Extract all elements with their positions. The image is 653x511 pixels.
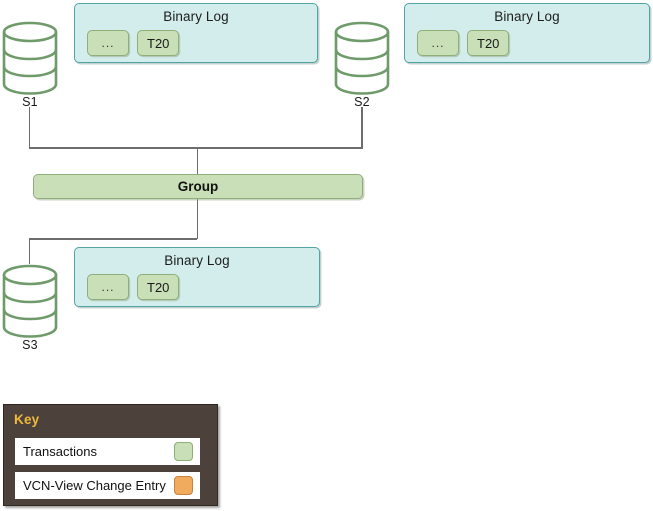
binary-log-panel-s3: Binary Log ... T20 [74, 247, 320, 307]
key-swatch-transactions [174, 442, 193, 461]
binary-log-title-s2: Binary Log [494, 9, 560, 24]
connector-bus-to-group [196, 147, 198, 175]
binary-log-title-s3: Binary Log [164, 253, 230, 268]
key-swatch-vcn [174, 476, 193, 495]
binary-log-entry-transaction: T20 [467, 30, 510, 56]
binary-log-entry-transaction: T20 [137, 274, 180, 300]
group-label: Group [177, 179, 219, 194]
key-legend-title: Key [14, 412, 40, 427]
connector-group-to-s3-vertical [196, 199, 198, 239]
connector-s1-vertical [28, 107, 30, 148]
binary-log-entries-s2: ... T20 [417, 30, 510, 56]
key-legend-row-transactions: Transactions [15, 438, 200, 465]
binary-log-entries-s1: ... T20 [87, 30, 180, 56]
binary-log-title-s1: Binary Log [163, 9, 229, 24]
database-label-s1: S1 [22, 95, 38, 109]
key-legend-panel: Key Transactions VCN-View Change Entry [3, 404, 218, 506]
database-label-s3: S3 [22, 338, 38, 352]
database-label-s2: S2 [354, 95, 370, 109]
binary-log-panel-s1: Binary Log ... T20 [74, 3, 318, 63]
key-legend-label-transactions: Transactions [23, 444, 97, 459]
database-cylinder-s1: S1 [1, 21, 59, 109]
binary-log-panel-s2: Binary Log ... T20 [404, 3, 650, 63]
database-cylinder-s2: S2 [333, 21, 391, 109]
binary-log-entries-s3: ... T20 [87, 274, 180, 300]
binary-log-entry-transaction: T20 [137, 30, 180, 56]
connector-s2-vertical [361, 107, 363, 148]
connector-group-to-s3-horizontal [29, 238, 197, 240]
database-cylinder-s3: S3 [1, 264, 59, 352]
group-bar: Group [33, 174, 363, 199]
key-legend-label-vcn: VCN-View Change Entry [23, 478, 166, 493]
connector-s3-vertical [28, 238, 30, 264]
connector-bus-horizontal [28, 147, 363, 149]
key-legend-row-vcn: VCN-View Change Entry [15, 472, 200, 499]
binary-log-entry-ellipsis: ... [417, 30, 459, 56]
binary-log-entry-ellipsis: ... [87, 274, 129, 300]
binary-log-entry-ellipsis: ... [87, 30, 129, 56]
